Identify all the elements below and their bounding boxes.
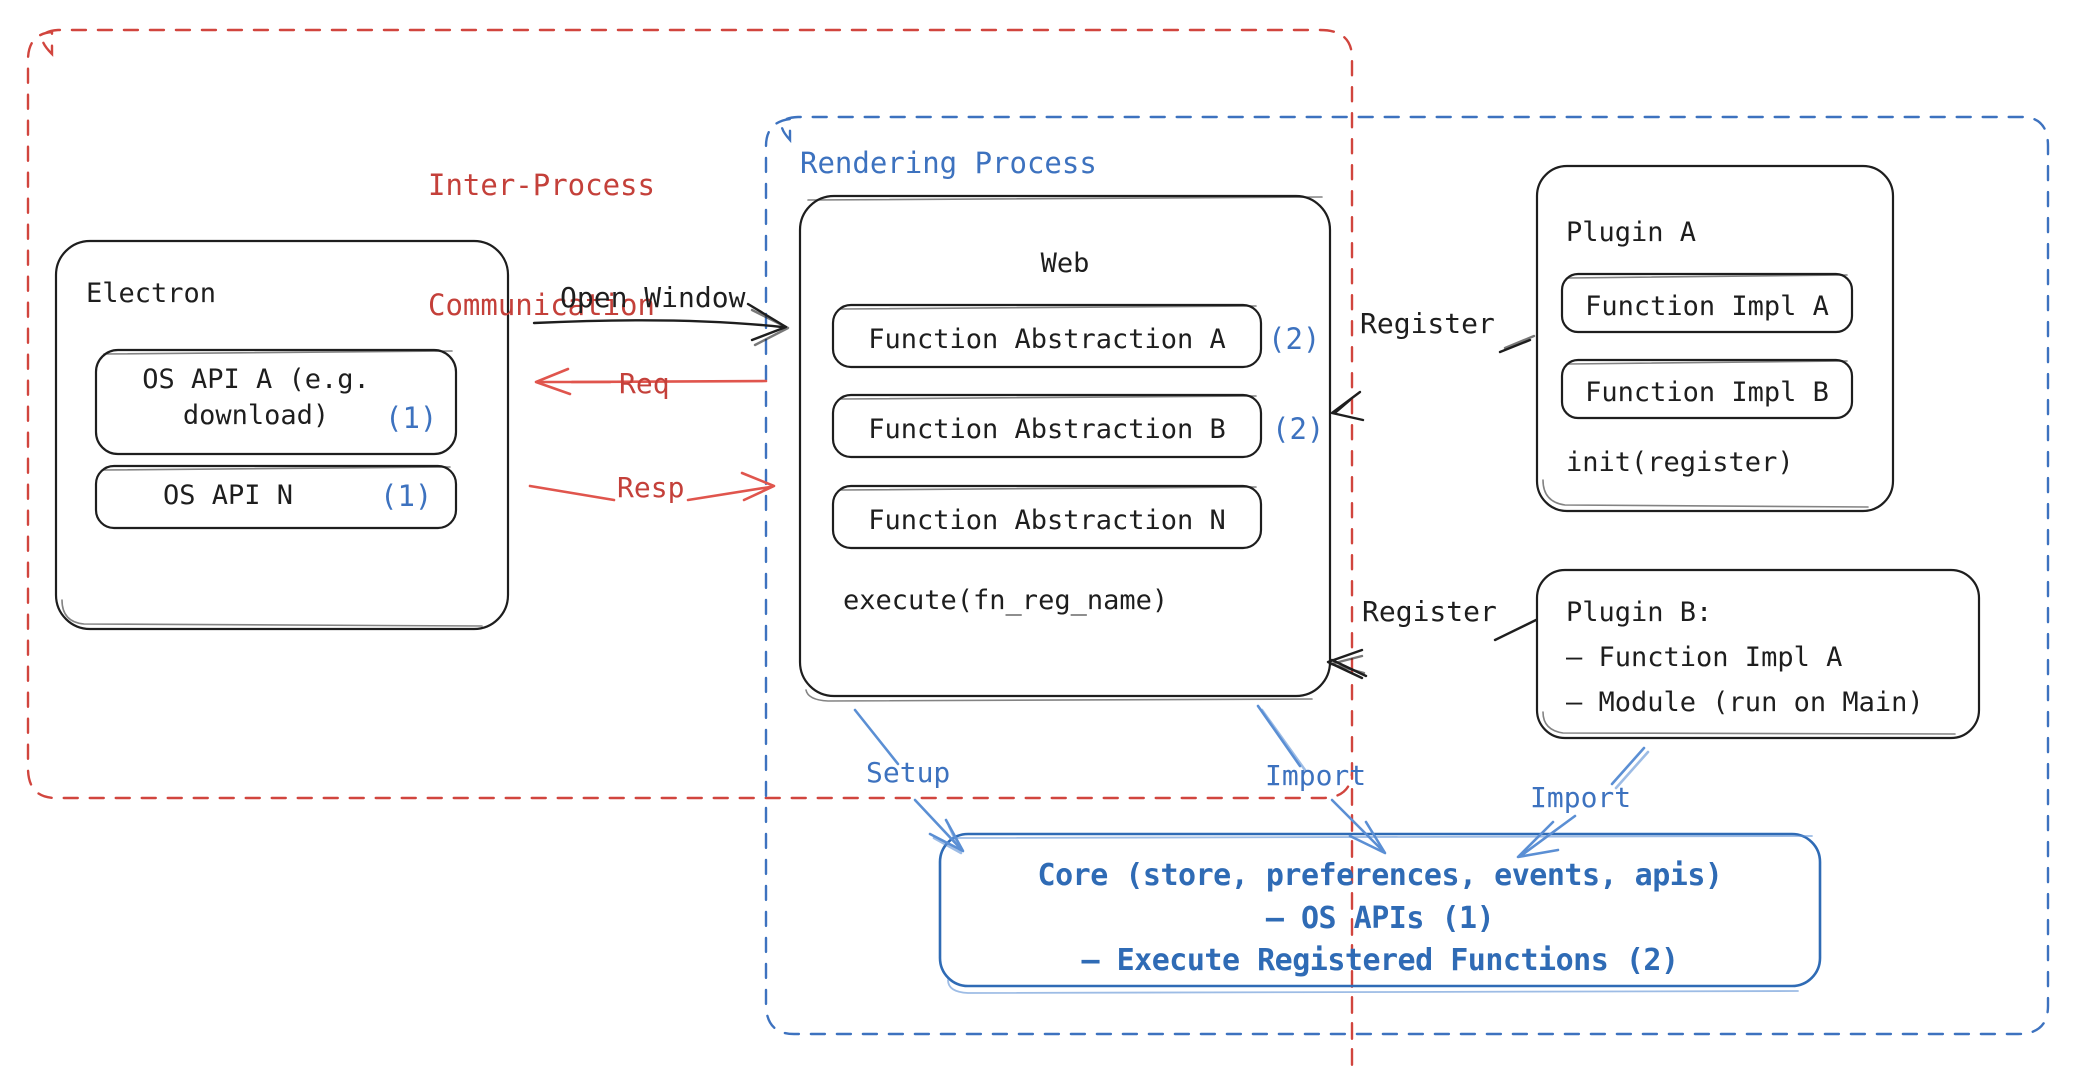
plugin-a-init-label: init(register) bbox=[1566, 447, 1794, 478]
edge-label-setup: Setup bbox=[866, 756, 951, 789]
web-execute-label: execute(fn_reg_name) bbox=[843, 585, 1169, 616]
rendering-process-label: Rendering Process bbox=[800, 146, 1097, 180]
electron-os-api-a-marker: (1) bbox=[385, 401, 438, 435]
edge-label-import-plugin-b: Import bbox=[1530, 781, 1632, 814]
web-abstraction-b-label: Function Abstraction B bbox=[868, 414, 1226, 445]
web-title: Web bbox=[1040, 248, 1090, 279]
web-abstraction-n-label: Function Abstraction N bbox=[868, 505, 1226, 536]
plugin-b-item-module: – Module (run on Main) bbox=[1566, 687, 1924, 718]
plugin-b-title: Plugin B: bbox=[1566, 597, 1713, 628]
core-text-block: Core (store, preferences, events, apis) … bbox=[940, 855, 1820, 983]
plugin-a-impl-b-label: Function Impl B bbox=[1585, 377, 1829, 408]
electron-title: Electron bbox=[86, 278, 217, 309]
electron-os-api-a-label: OS API A (e.g. download) bbox=[142, 364, 370, 431]
ipc-group-label: Inter-Process Communication bbox=[428, 85, 655, 405]
core-line-3: – Execute Registered Functions (2) bbox=[1081, 943, 1679, 979]
core-line-1: Core (store, preferences, events, apis) bbox=[1037, 858, 1723, 893]
ipc-group-label-line2: Communication bbox=[428, 288, 655, 323]
edge-label-open-window: Open Window bbox=[560, 281, 746, 314]
edge-label-register-plugin-a: Register bbox=[1360, 307, 1495, 340]
ipc-group-label-line1: Inter-Process bbox=[428, 168, 655, 203]
web-abstraction-a-label: Function Abstraction A bbox=[868, 324, 1226, 355]
edge-label-req: Req bbox=[619, 367, 670, 400]
edge-label-import-web: Import bbox=[1265, 759, 1367, 792]
plugin-a-title: Plugin A bbox=[1566, 217, 1697, 248]
edge-label-resp: Resp bbox=[617, 471, 685, 504]
web-abstraction-b-marker: (2) bbox=[1272, 412, 1325, 446]
edge-label-register-plugin-b: Register bbox=[1362, 595, 1497, 628]
electron-os-api-n-marker: (1) bbox=[380, 479, 433, 513]
web-abstraction-a-marker: (2) bbox=[1268, 322, 1321, 356]
plugin-a-impl-a-label: Function Impl A bbox=[1585, 291, 1829, 322]
arrow-register-plugin-a bbox=[1330, 334, 1536, 422]
plugin-b-item-function-impl-a: – Function Impl A bbox=[1566, 642, 1843, 673]
core-line-2: – OS APIs (1) bbox=[1265, 900, 1495, 936]
electron-os-api-n-label: OS API N bbox=[162, 480, 294, 511]
